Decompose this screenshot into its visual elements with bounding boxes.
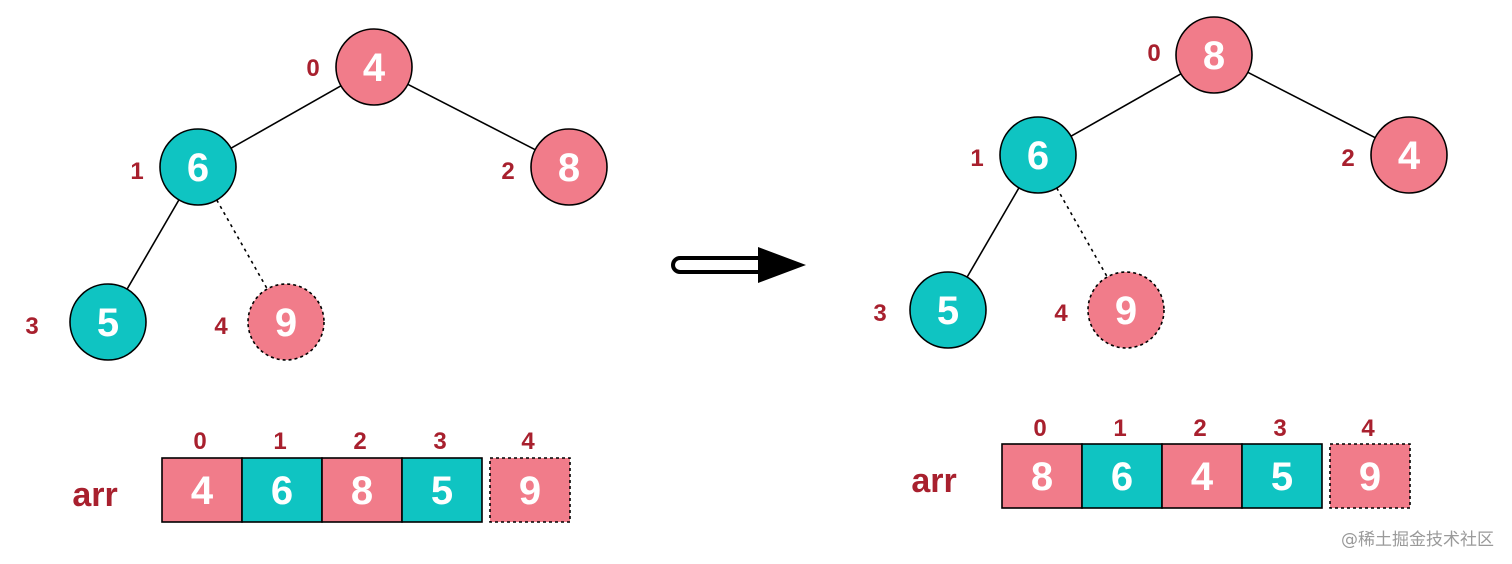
tree-edge-1-3	[126, 199, 180, 290]
array-cell-index: 2	[353, 428, 366, 455]
array-cell-value: 4	[191, 469, 214, 513]
tree-edge-0-1	[230, 85, 342, 149]
array-cell-value: 6	[271, 469, 293, 513]
array-cell-index: 4	[521, 428, 535, 455]
array-cell-box	[1081, 443, 1163, 509]
tree-node-circle	[159, 128, 237, 206]
tree-node-index: 2	[1341, 145, 1354, 172]
array-cell-value: 9	[1359, 455, 1381, 499]
tree-node-circle	[69, 283, 147, 361]
array-cell-box	[161, 457, 243, 523]
tree-node-circle	[909, 271, 987, 349]
array-cell-box	[321, 457, 403, 523]
tree-edge-1-4	[216, 199, 268, 290]
tree-edge-0-1	[1070, 73, 1182, 137]
array-cell-value: 5	[431, 469, 453, 513]
array-label: arr	[72, 476, 117, 514]
tree-edge-0-2	[407, 83, 536, 151]
tree-node-circle	[1087, 271, 1165, 349]
tree-node-value: 4	[363, 46, 386, 90]
tree-node-3: 53	[25, 283, 147, 361]
tree-node-index: 0	[1147, 40, 1160, 67]
tree-node-2: 42	[1341, 116, 1448, 194]
tree-node-circle	[1370, 116, 1448, 194]
tree-node-4: 94	[214, 283, 325, 361]
tree-node-value: 5	[937, 289, 959, 333]
array-cell-4: 94	[489, 428, 571, 523]
tree-node-value: 4	[1398, 134, 1421, 178]
watermark: @稀土掘金技术社区	[1341, 530, 1494, 550]
tree-node-value: 6	[1027, 134, 1049, 178]
tree-node-4: 94	[1054, 271, 1165, 349]
array-label: arr	[911, 462, 956, 500]
tree-node-circle	[247, 283, 325, 361]
array-cell-box	[241, 457, 323, 523]
tree-node-0: 80	[1147, 16, 1253, 94]
tree-node-circle	[530, 128, 608, 206]
tree-node-index: 3	[873, 300, 886, 327]
tree-node-2: 82	[501, 128, 608, 206]
array-cell-value: 9	[519, 469, 541, 513]
tree-node-index: 2	[501, 158, 514, 185]
arrow-shaft	[671, 256, 762, 274]
tree-node-index: 4	[214, 313, 228, 340]
tree-node-value: 9	[1115, 289, 1137, 333]
tree-node-circle	[335, 28, 413, 106]
array-cell-1: 61	[1081, 415, 1163, 509]
tree-node-value: 5	[97, 301, 119, 345]
array-cell-box	[401, 457, 483, 523]
tree-edge-0-2	[1247, 71, 1376, 139]
arrow-head	[758, 247, 806, 283]
array-cell-box	[1161, 443, 1243, 509]
array-cell-0: 80	[1001, 415, 1083, 509]
tree-node-0: 40	[306, 28, 413, 106]
array-cell-box	[1329, 443, 1411, 509]
array-cell-4: 94	[1329, 415, 1411, 509]
array-cell-3: 53	[401, 428, 483, 523]
tree-node-index: 4	[1054, 300, 1068, 327]
array-cell-1: 61	[241, 428, 323, 523]
array-cell-value: 4	[1191, 455, 1214, 499]
tree-node-index: 0	[306, 55, 319, 82]
array-cell-box	[489, 457, 571, 523]
tree-edge-1-4	[1056, 187, 1108, 278]
tree-node-circle	[1175, 16, 1253, 94]
tree-node-value: 8	[1203, 34, 1225, 78]
array-cell-0: 40	[161, 428, 243, 523]
array-cell-box	[1001, 443, 1083, 509]
array-cell-3: 53	[1241, 415, 1323, 509]
array-cell-value: 8	[351, 469, 373, 513]
tree-node-index: 1	[970, 145, 983, 172]
array-cell-index: 2	[1193, 415, 1206, 442]
array-cell-value: 5	[1271, 455, 1293, 499]
array-cell-value: 6	[1111, 455, 1133, 499]
array-cell-box	[1241, 443, 1323, 509]
tree-node-1: 61	[130, 128, 237, 206]
tree-node-3: 53	[873, 271, 987, 349]
array-cell-index: 0	[193, 428, 206, 455]
array-cell-index: 3	[1273, 415, 1286, 442]
array-cell-2: 82	[321, 428, 403, 523]
tree-node-value: 8	[558, 146, 580, 190]
transition-arrow	[671, 247, 806, 283]
tree-edge-1-3	[966, 187, 1020, 278]
array-cell-index: 3	[433, 428, 446, 455]
array-cell-index: 0	[1033, 415, 1046, 442]
tree-node-value: 6	[187, 146, 209, 190]
tree-node-index: 1	[130, 158, 143, 185]
tree-node-index: 3	[25, 313, 38, 340]
array-cell-index: 1	[273, 428, 286, 455]
array-cell-value: 8	[1031, 455, 1053, 499]
array-cell-2: 42	[1161, 415, 1243, 509]
array-cell-index: 4	[1361, 415, 1375, 442]
tree-node-value: 9	[275, 301, 297, 345]
array-cell-index: 1	[1113, 415, 1126, 442]
tree-node-circle	[999, 116, 1077, 194]
tree-node-1: 61	[970, 116, 1077, 194]
